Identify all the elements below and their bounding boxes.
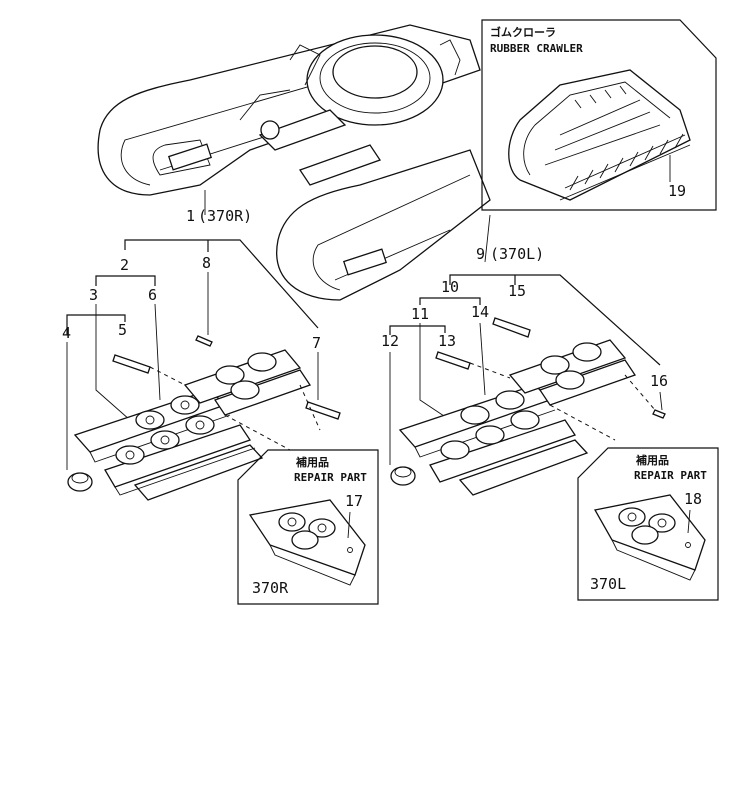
callout-7: 7 — [312, 334, 321, 352]
inset-title-en: RUBBER CRAWLER — [490, 42, 583, 55]
undercarriage-frame — [97, 24, 491, 301]
callout-18: 18 — [684, 490, 702, 508]
callout-19: 19 — [668, 182, 686, 200]
repair-part-370r-box: 補用品 REPAIR PART 17 370R — [237, 449, 379, 605]
callout-5: 5 — [118, 321, 127, 339]
callout-1: 1 — [186, 207, 195, 225]
repair-l-title-jp: 補用品 — [635, 453, 669, 467]
callout-3: 3 — [89, 286, 98, 304]
callout-10: 10 — [441, 278, 459, 296]
callout-9-tag: (370L) — [490, 245, 544, 263]
callout-11: 11 — [411, 305, 429, 323]
repair-r-title-jp: 補用品 — [295, 455, 329, 469]
callout-8: 8 — [202, 254, 211, 272]
callout-16: 16 — [650, 372, 668, 390]
inset-rubber-crawler: ゴムクローラ RUBBER CRAWLER 19 — [481, 19, 717, 211]
inset-title-jp: ゴムクローラ — [490, 25, 556, 39]
tree-370r: 1 (370R) 2 8 3 6 4 5 7 — [62, 190, 341, 501]
repair-l-title-en: REPAIR PART — [634, 469, 707, 482]
tree-370l: 9 (370L) 10 15 11 14 12 13 16 — [381, 214, 668, 496]
callout-4: 4 — [62, 324, 71, 342]
callout-14: 14 — [471, 303, 489, 321]
repair-r-title-en: REPAIR PART — [294, 471, 367, 484]
callout-13: 13 — [438, 332, 456, 350]
callout-17: 17 — [345, 492, 363, 510]
callout-6: 6 — [148, 286, 157, 304]
callout-2: 2 — [120, 256, 129, 274]
repair-part-370l-box: 補用品 REPAIR PART 18 370L — [577, 447, 719, 601]
callout-15: 15 — [508, 282, 526, 300]
repair-l-variant: 370L — [590, 575, 626, 593]
callout-12: 12 — [381, 332, 399, 350]
callout-9: 9 — [476, 245, 485, 263]
repair-r-variant: 370R — [252, 579, 289, 597]
callout-1-tag: (370R) — [198, 207, 252, 225]
